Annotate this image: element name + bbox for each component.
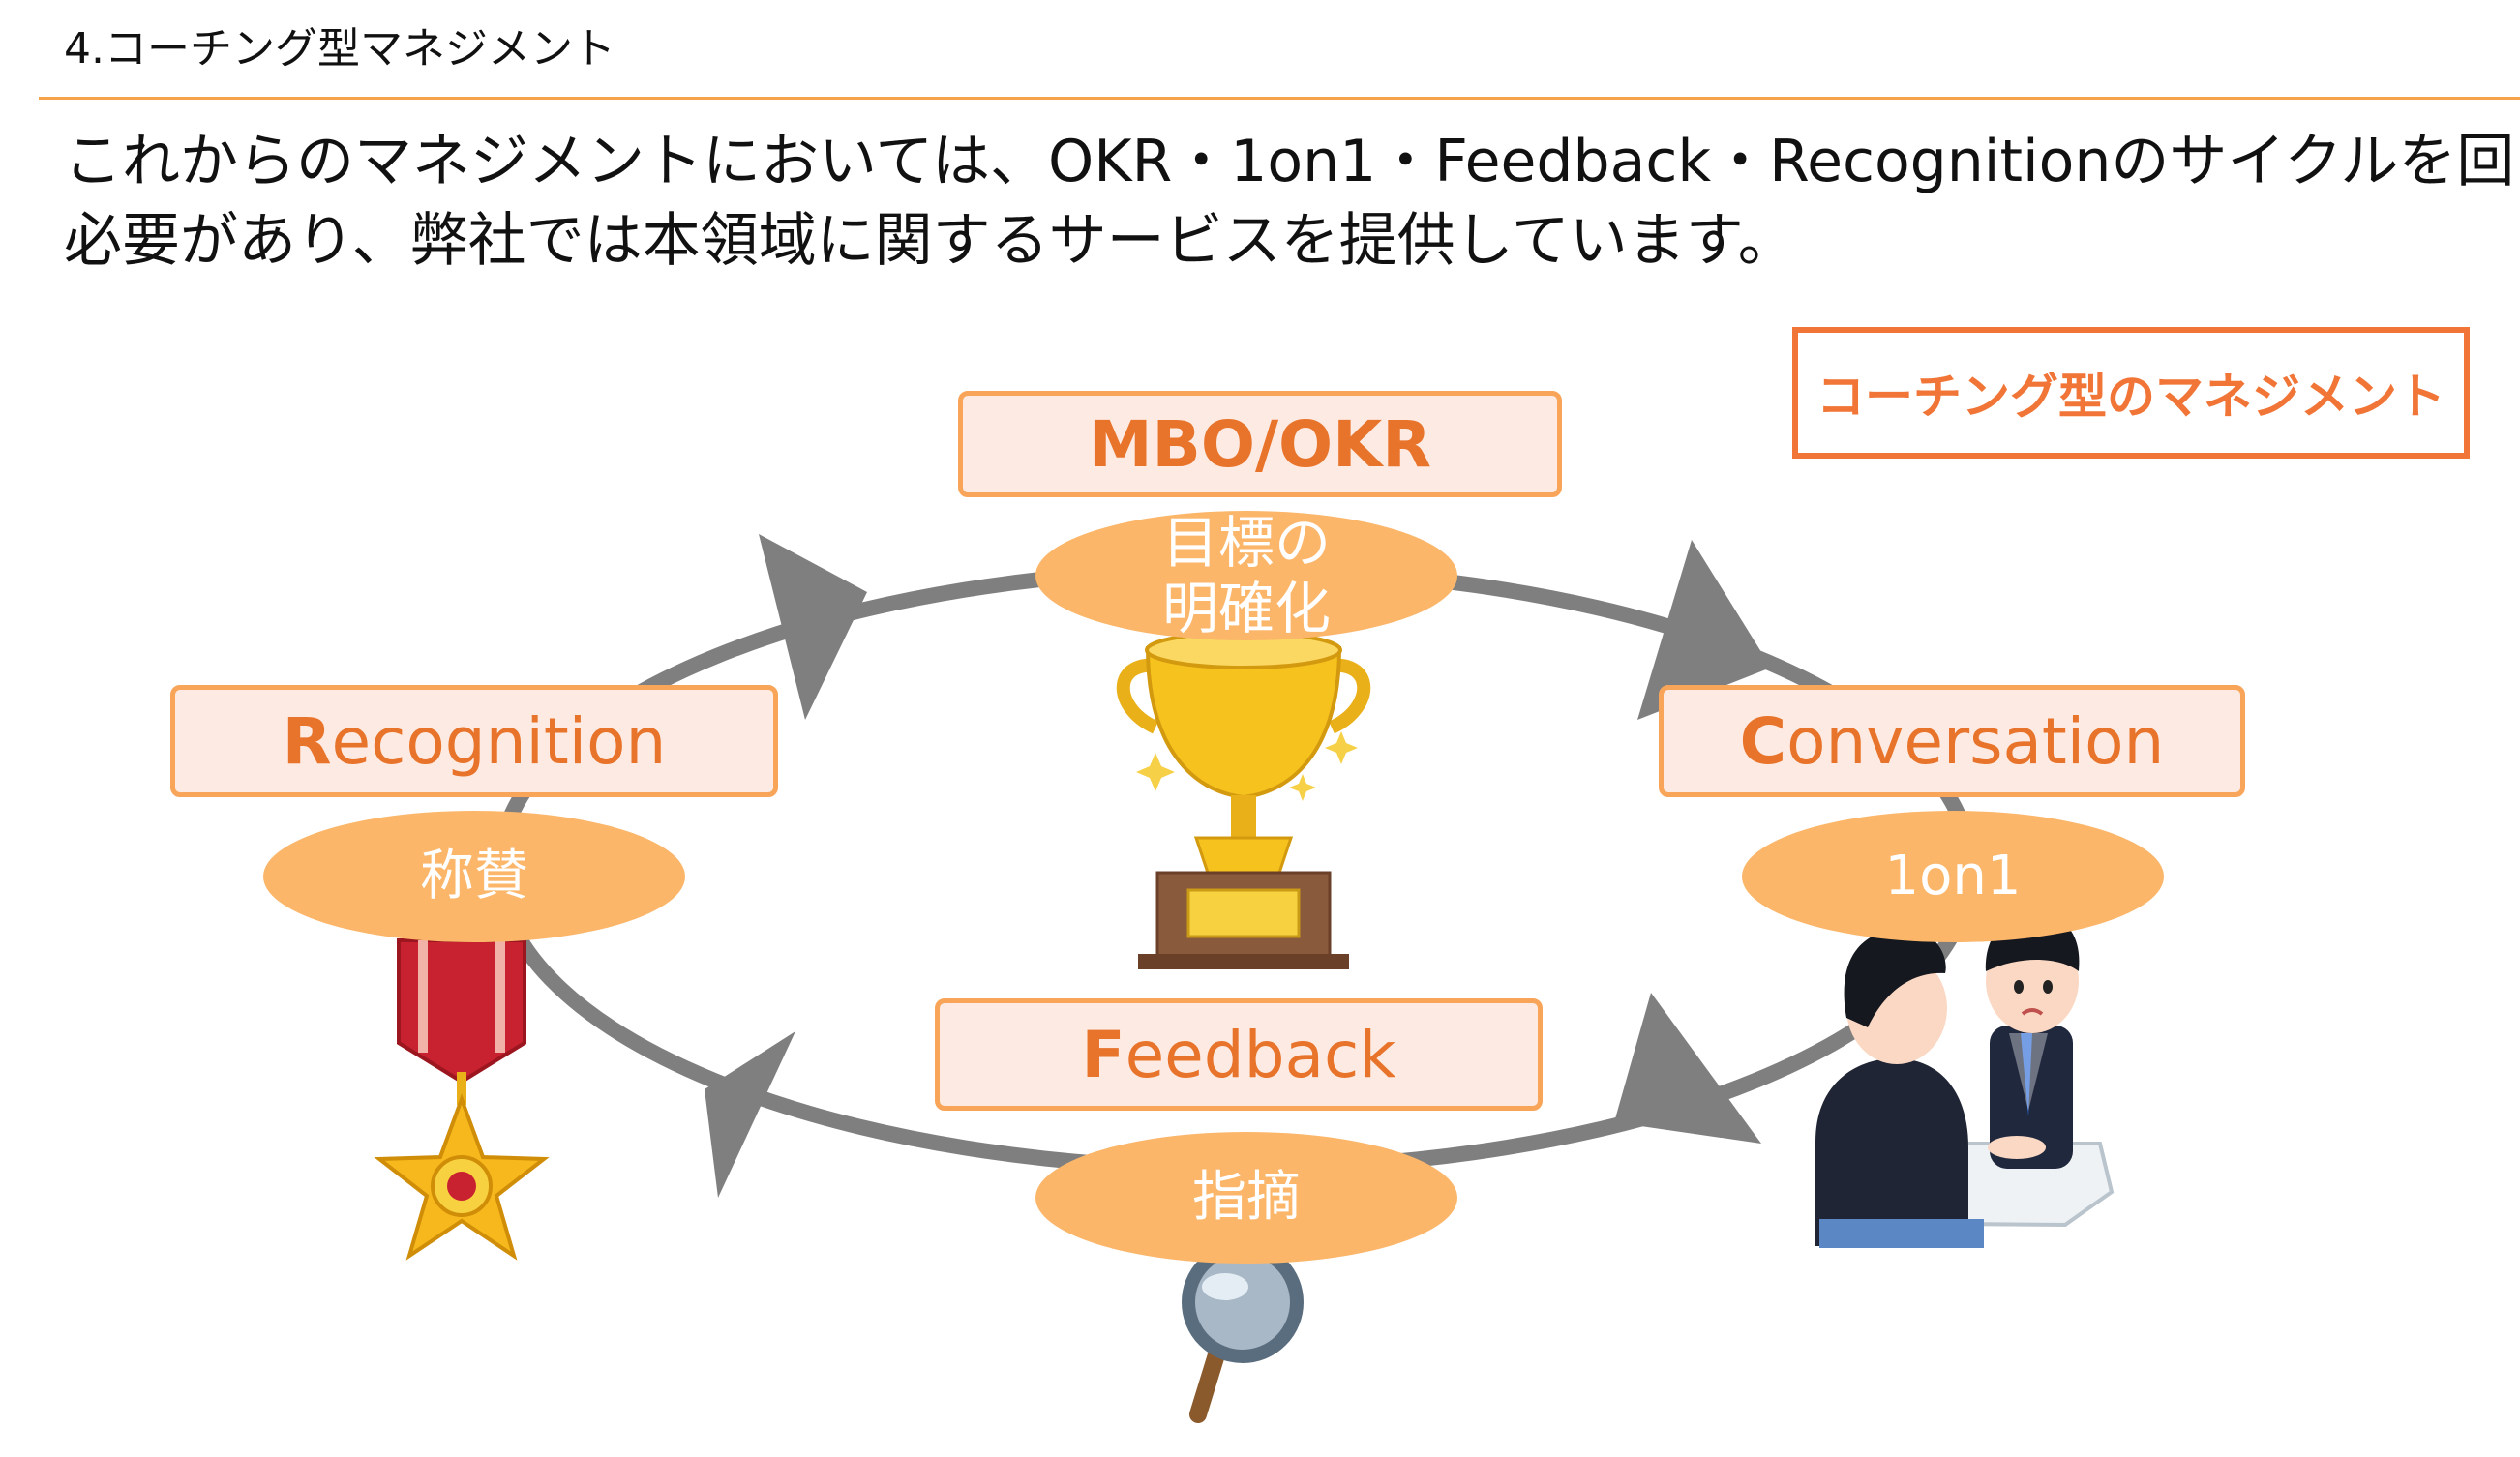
- pill-goal-clarification: 目標の 明確化: [1035, 510, 1457, 641]
- stage-lead-letter-conversation: C: [1739, 703, 1787, 779]
- trophy-icon: [1116, 600, 1371, 969]
- pill-okr-line-2: 明確化: [1161, 576, 1331, 641]
- lead-line-2: 必要があり、弊社では本領域に関するサービスを提供しています。: [64, 207, 1796, 275]
- lead-line-1: これからのマネジメントにおいては、OKR・1on1・Feedback・Recog…: [64, 128, 2520, 195]
- stage-label-feedback: eedback: [1125, 1017, 1396, 1092]
- meeting-people-icon: [1815, 913, 2115, 1248]
- stage-label-recognition: ecognition: [331, 703, 667, 779]
- stage-lead-letter-feedback: F: [1081, 1017, 1125, 1092]
- arrowhead-bottom-right: [1614, 993, 1761, 1144]
- arrowhead-top-right: [1637, 540, 1771, 720]
- pill-1on1: 1on1: [1742, 811, 2164, 942]
- section-title: 4.コーチング型マネジメント: [64, 24, 615, 74]
- magnifier-icon: [1182, 1241, 1304, 1423]
- arrowhead-top-left: [759, 534, 867, 720]
- medal-icon: [374, 938, 550, 1261]
- pill-okr-line-1: 目標の: [1161, 510, 1331, 576]
- stage-label-mbo-okr: MBO/OKR: [1088, 406, 1432, 482]
- lead-text: これからのマネジメントにおいては、OKR・1on1・Feedback・Recog…: [64, 122, 2520, 281]
- stage-lead-letter-recognition: R: [282, 703, 332, 779]
- title-divider: [39, 97, 2520, 100]
- stage-box-mbo-okr: MBO/OKR: [958, 391, 1562, 497]
- pill-praise: 称賛: [263, 811, 685, 942]
- coaching-style-label: コーチング型のマネジメント: [1792, 327, 2470, 459]
- pill-point-out: 指摘: [1035, 1132, 1457, 1264]
- stage-label-conversation: onversation: [1786, 703, 2165, 779]
- arrowhead-bottom-left: [705, 1031, 795, 1198]
